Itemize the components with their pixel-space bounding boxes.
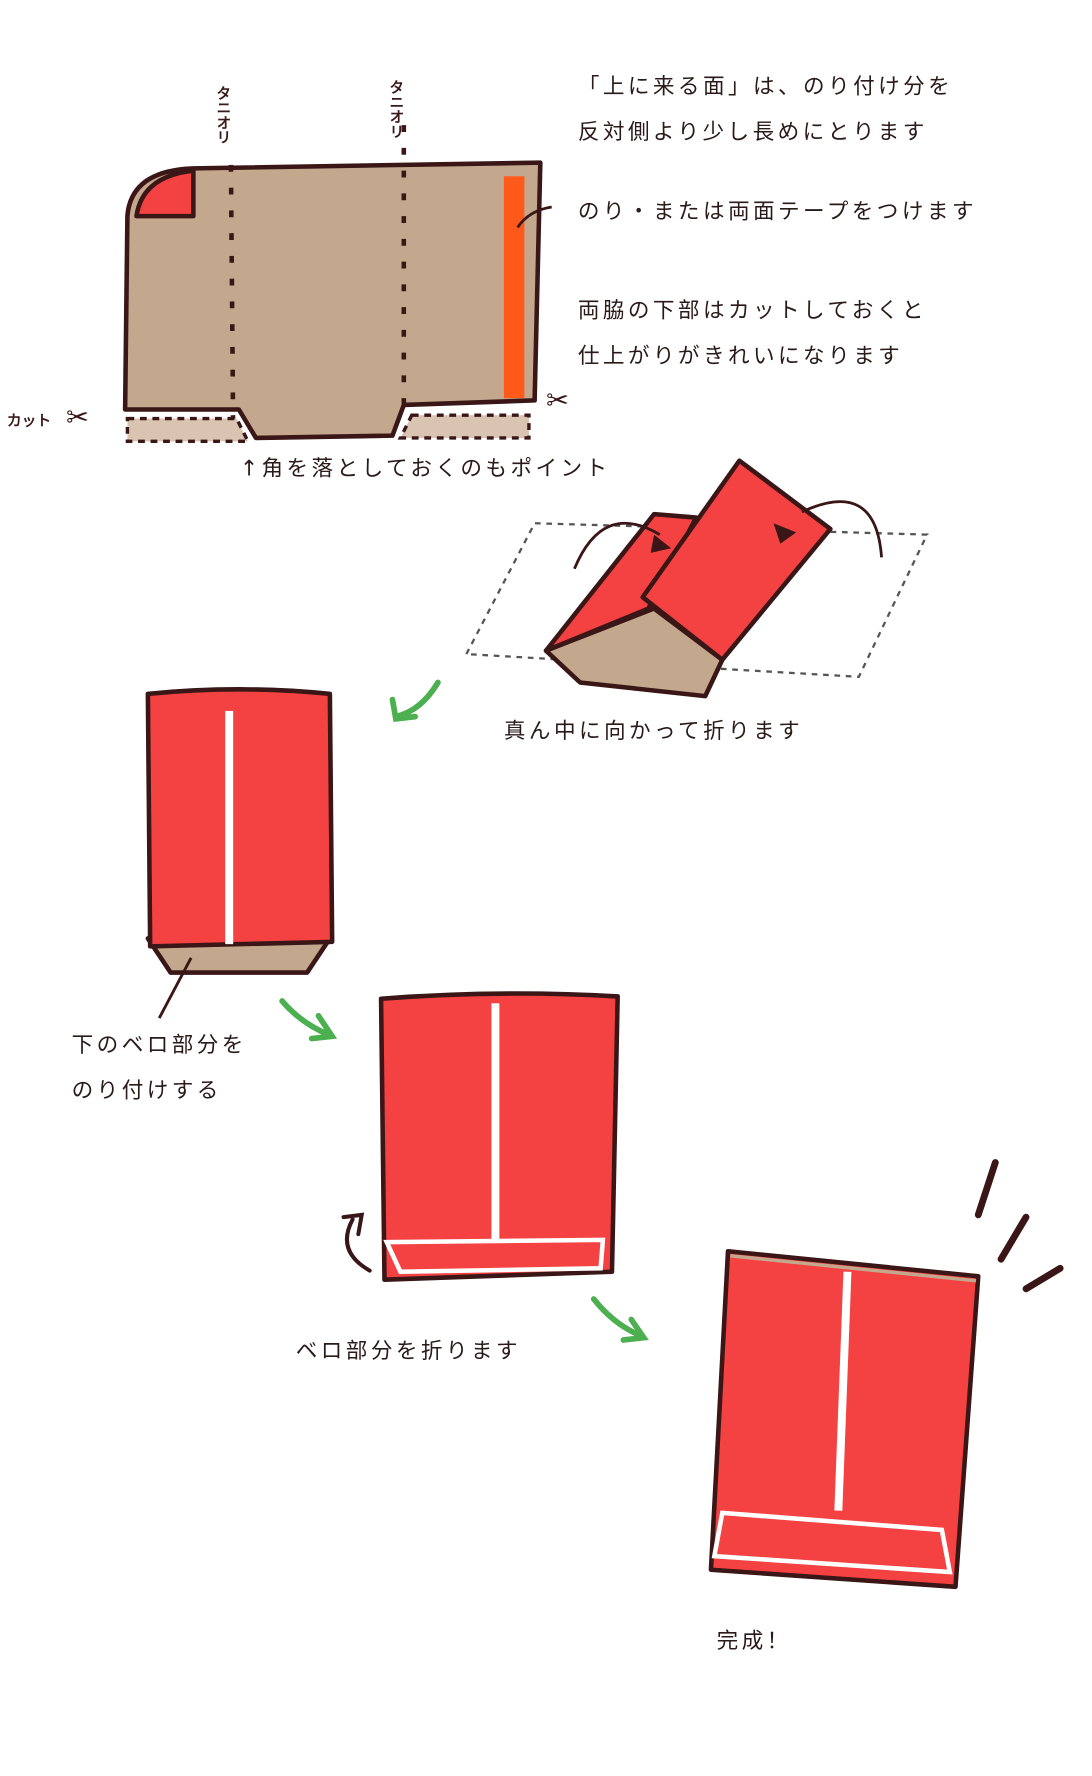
curved-arrow-icon: [341, 1212, 372, 1273]
glue-strip: [503, 176, 525, 399]
shine-lines-icon: [974, 1159, 1064, 1293]
scissors-icon: ✂: [66, 403, 89, 433]
step4-bag: [341, 991, 620, 1282]
corner-tip: ↑角を落としておくのもポイント: [240, 456, 611, 481]
green-arrow-icon: [389, 679, 441, 723]
kraft-sheet: [122, 160, 543, 441]
center-seam: [834, 1271, 852, 1511]
pointer-line: [157, 957, 193, 1019]
dashed-outline: [464, 522, 929, 678]
note-glue: のり・または両面テープをつけます: [578, 199, 977, 224]
step4-caption: ベロ部分を折ります: [296, 1339, 521, 1364]
note-cut-line1: 両脇の下部はカットしておくと: [578, 298, 927, 323]
step3-caption-line2: のり付けする: [72, 1079, 222, 1104]
cut-label: カット: [7, 412, 51, 429]
top-flap-corner: [134, 168, 196, 219]
bottom-flap: [711, 1510, 953, 1575]
note-top-line2: 反対側より少し長めにとります: [578, 120, 928, 145]
arrow-head-icon: [650, 534, 672, 553]
glue-pointer-line: [516, 205, 552, 229]
center-seam: [225, 710, 234, 945]
green-arrow-icon: [590, 1296, 649, 1343]
step3-caption-line1: 下のベロ部分を: [72, 1033, 247, 1058]
fold-label-right: タニオリ: [387, 80, 404, 139]
right-flap: [640, 458, 833, 663]
bag-body: [145, 687, 335, 949]
step5-caption: 完成！: [717, 1629, 792, 1654]
bottom-flap: [383, 1237, 606, 1275]
curve-arrow-right: [801, 500, 883, 558]
step2-caption: 真ん中に向かって折ります: [504, 719, 803, 744]
step2-folding: [464, 458, 929, 699]
step5-finished-bag: [708, 1159, 1064, 1590]
curve-arrow-left: [573, 521, 661, 570]
arrow-head-icon: [773, 523, 797, 544]
cut-strip-left: [125, 416, 251, 444]
center-seam: [491, 1003, 500, 1240]
scissors-icon: ✂: [546, 386, 569, 416]
step3-bag: [145, 687, 335, 1019]
step1-flat-paper: ✂ ✂: [66, 125, 569, 444]
note-top-line1: 「上に来る面」は、のり付け分を: [578, 74, 953, 99]
bag-top-edge: [730, 1254, 977, 1283]
note-cut-line2: 仕上がりがきれいになります: [578, 344, 903, 369]
green-arrow-icon: [279, 998, 338, 1042]
fold-label-left: タニオリ: [214, 85, 231, 144]
bag-body: [378, 991, 620, 1282]
cut-strip-right: [397, 413, 531, 440]
